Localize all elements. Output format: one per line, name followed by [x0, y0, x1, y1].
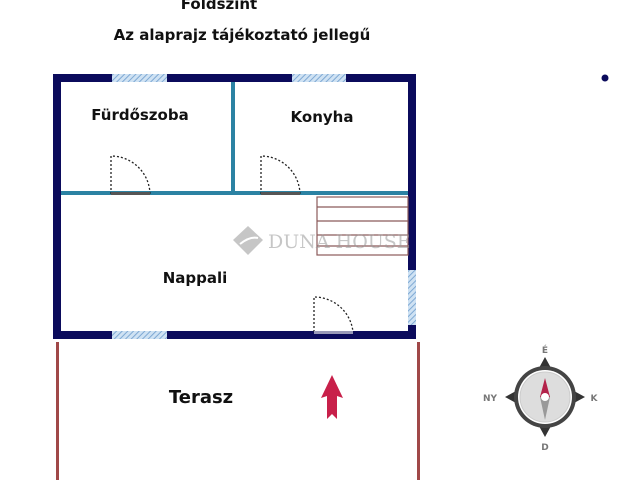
disclaimer: Az alaprajz tájékoztató jellegű: [114, 26, 371, 44]
watermark-text: DUNA HOUSE: [268, 231, 411, 253]
room-label-bathroom: Fürdőszoba: [91, 106, 188, 124]
entrance-arrow-icon: [321, 375, 343, 419]
duna-house-watermark: DUNA HOUSE: [233, 226, 411, 255]
door-bathroom: [110, 155, 151, 195]
floor-title: Földszint: [181, 0, 257, 13]
room-label-terrace: Terasz: [169, 387, 233, 408]
compass-icon: [505, 357, 585, 437]
compass-south-label: D: [541, 443, 548, 453]
door-kitchen: [260, 155, 301, 195]
door-living-room: [313, 296, 354, 334]
marker-dot: [601, 74, 609, 82]
compass-west-label: NY: [483, 394, 498, 404]
stairs: [316, 196, 409, 256]
terrace-outline: [56, 342, 420, 480]
room-label-kitchen: Konyha: [291, 108, 354, 126]
inner-walls: [61, 82, 408, 195]
windows: [112, 74, 416, 339]
compass-east-label: K: [591, 394, 599, 404]
compass-north-label: É: [542, 344, 548, 356]
outer-walls: [53, 74, 416, 339]
room-label-living-room: Nappali: [163, 269, 228, 287]
